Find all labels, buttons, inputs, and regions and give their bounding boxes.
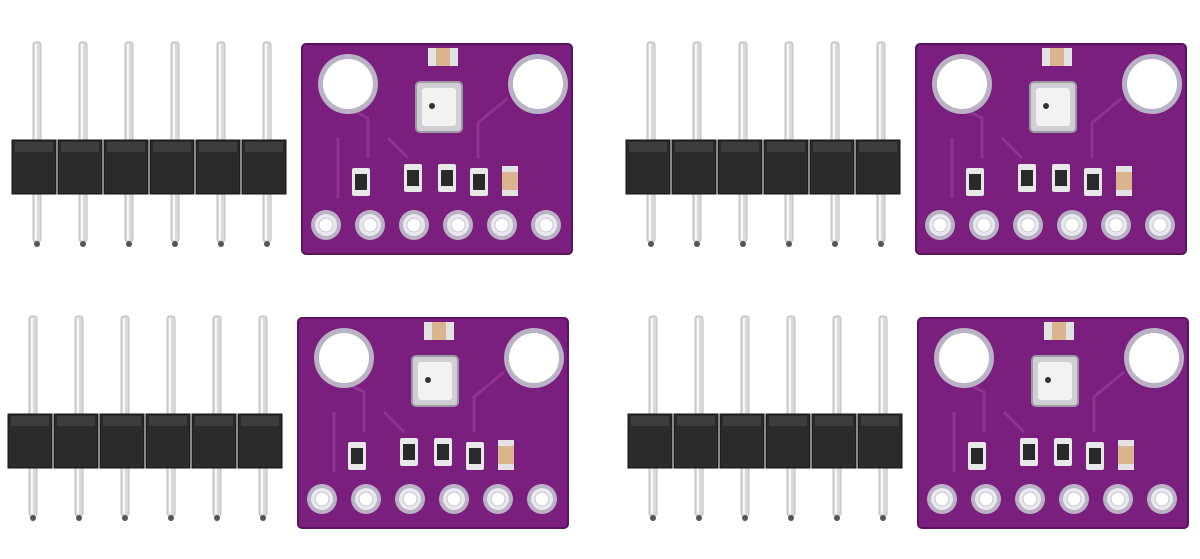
capacitor	[1118, 440, 1134, 470]
pin-header-strip	[11, 41, 287, 247]
pin-header-strip	[7, 315, 283, 521]
sensor-breakout-board	[917, 317, 1189, 529]
sensor-breakout-board	[297, 317, 569, 529]
pin-header-strip	[625, 41, 901, 247]
kit-bottom-right	[624, 302, 1200, 542]
capacitor	[498, 440, 514, 470]
capacitor	[1116, 166, 1132, 196]
kit-top-right	[622, 28, 1200, 268]
pin-header-strip	[627, 315, 903, 521]
kit-bottom-left	[4, 302, 584, 542]
kit-top-left	[8, 28, 588, 268]
sensor-breakout-board	[301, 43, 573, 255]
sensor-breakout-board	[915, 43, 1187, 255]
capacitor	[502, 166, 518, 196]
